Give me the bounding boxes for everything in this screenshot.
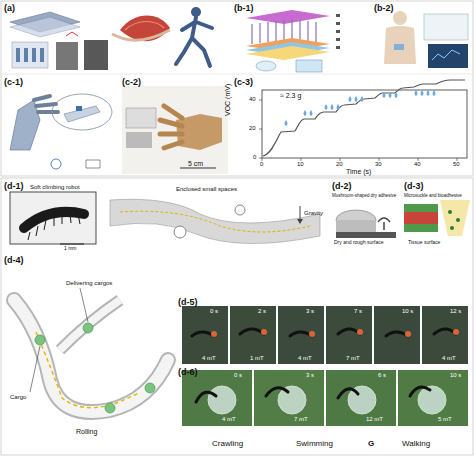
- figure-label: ≈ 2.3 g: [280, 92, 301, 99]
- swimming-frames: [182, 370, 468, 426]
- figure-label: 4 mT: [442, 355, 456, 361]
- layer-stack: [246, 10, 340, 72]
- mushroom-adhesive: [336, 210, 396, 238]
- figure-label: 3 s: [306, 308, 314, 314]
- panel: (d-6): [176, 366, 472, 430]
- panel-frame: [1, 1, 473, 176]
- figure-label: Mushroom-shaped dry adhesive: [332, 194, 396, 199]
- figure-label: 0 s: [234, 372, 242, 378]
- figure-label: 12 mT: [366, 416, 383, 422]
- figure-label: Soft climbing robot: [30, 184, 80, 190]
- figure-label: 10 s: [450, 372, 461, 378]
- figure-label: 50: [453, 161, 460, 167]
- panel-label: (d-4): [4, 255, 24, 265]
- figure-label: Rolling: [76, 428, 97, 435]
- panel: (c-3): [232, 76, 472, 176]
- climbing-robot: [10, 192, 320, 244]
- figure-label: 2 s: [258, 308, 266, 314]
- panel-label: (d-6): [178, 367, 198, 377]
- figure-label: 6 s: [378, 372, 386, 378]
- crawling-frames: [182, 306, 468, 364]
- figure-label: VOC (mV): [224, 84, 231, 116]
- panel: (b-1): [232, 2, 370, 74]
- figure-label: Cargo: [10, 394, 26, 400]
- panel: (a): [2, 2, 230, 74]
- body-patch-illustration: [384, 11, 468, 68]
- figure-label: 5 mT: [438, 416, 452, 422]
- figure-label: Enclosed small spaces: [176, 186, 237, 192]
- panel-frame: [1, 178, 473, 455]
- figure-label: Dry and rough surface: [334, 240, 383, 245]
- figure-label: Time (s): [346, 168, 371, 175]
- tube-network: [14, 288, 168, 413]
- figure-label: 0: [253, 154, 256, 160]
- panel: (c-1): [2, 76, 120, 176]
- figure-label: 4 mT: [202, 355, 216, 361]
- tissue-adhesive: [404, 200, 470, 236]
- panel-label: (c-1): [4, 77, 23, 87]
- figure-label: 20: [336, 161, 343, 167]
- figure-label: Delivering cargos: [66, 280, 112, 286]
- figure-label: Walking: [402, 440, 430, 448]
- figure-label: 7 mT: [346, 355, 360, 361]
- panel: (d-1): [2, 180, 328, 252]
- panel: (d-5): [176, 296, 472, 366]
- panel-label: (b-1): [234, 3, 254, 13]
- panel-label: (d-2): [332, 181, 352, 191]
- figure-label: Gravity: [304, 210, 323, 216]
- panel-label: (d-1): [4, 181, 24, 191]
- figure-label: 30: [375, 161, 382, 167]
- figure-label: Crawling: [212, 440, 243, 448]
- panel-label: (d-3): [404, 181, 424, 191]
- voltage-chart: [259, 80, 467, 161]
- figure-label: 12 s: [450, 308, 461, 314]
- device-illustration: [10, 7, 212, 70]
- figure-label: 4 mT: [298, 355, 312, 361]
- panel: (b-2): [372, 2, 472, 74]
- wooden-hand-photo: [122, 86, 228, 174]
- panel: (c-2): [120, 76, 230, 176]
- figure-label: 4 mT: [222, 416, 236, 422]
- figure-label: 5 cm: [188, 160, 203, 167]
- figure-label: 1 mm: [64, 246, 77, 251]
- robot-hand: [10, 94, 112, 169]
- panel-label: (c-3): [234, 77, 253, 87]
- figure-label: Tissue surface: [408, 240, 440, 245]
- panel-label: (c-2): [122, 77, 141, 87]
- figure-label: Swimming: [296, 440, 333, 448]
- figure-label: Microsuckle and bioadhesive: [404, 194, 462, 199]
- figure-label: 1 mT: [250, 355, 264, 361]
- panel-label: (d-5): [178, 297, 198, 307]
- figure-label: 0: [260, 161, 263, 167]
- figure-label: 7 mT: [294, 416, 308, 422]
- panel-label: (a): [4, 3, 15, 13]
- figure-label: 3 s: [306, 372, 314, 378]
- figure-label: 40: [414, 161, 421, 167]
- figure-label: 10: [297, 161, 304, 167]
- figure-label: G: [368, 440, 374, 448]
- figure-label: 40: [249, 96, 256, 102]
- figure-label: 0 s: [210, 308, 218, 314]
- figure-label: 10 s: [402, 308, 413, 314]
- panel-label: (b-2): [374, 3, 394, 13]
- figure-label: 20: [249, 125, 256, 131]
- figure-label: 7 s: [354, 308, 362, 314]
